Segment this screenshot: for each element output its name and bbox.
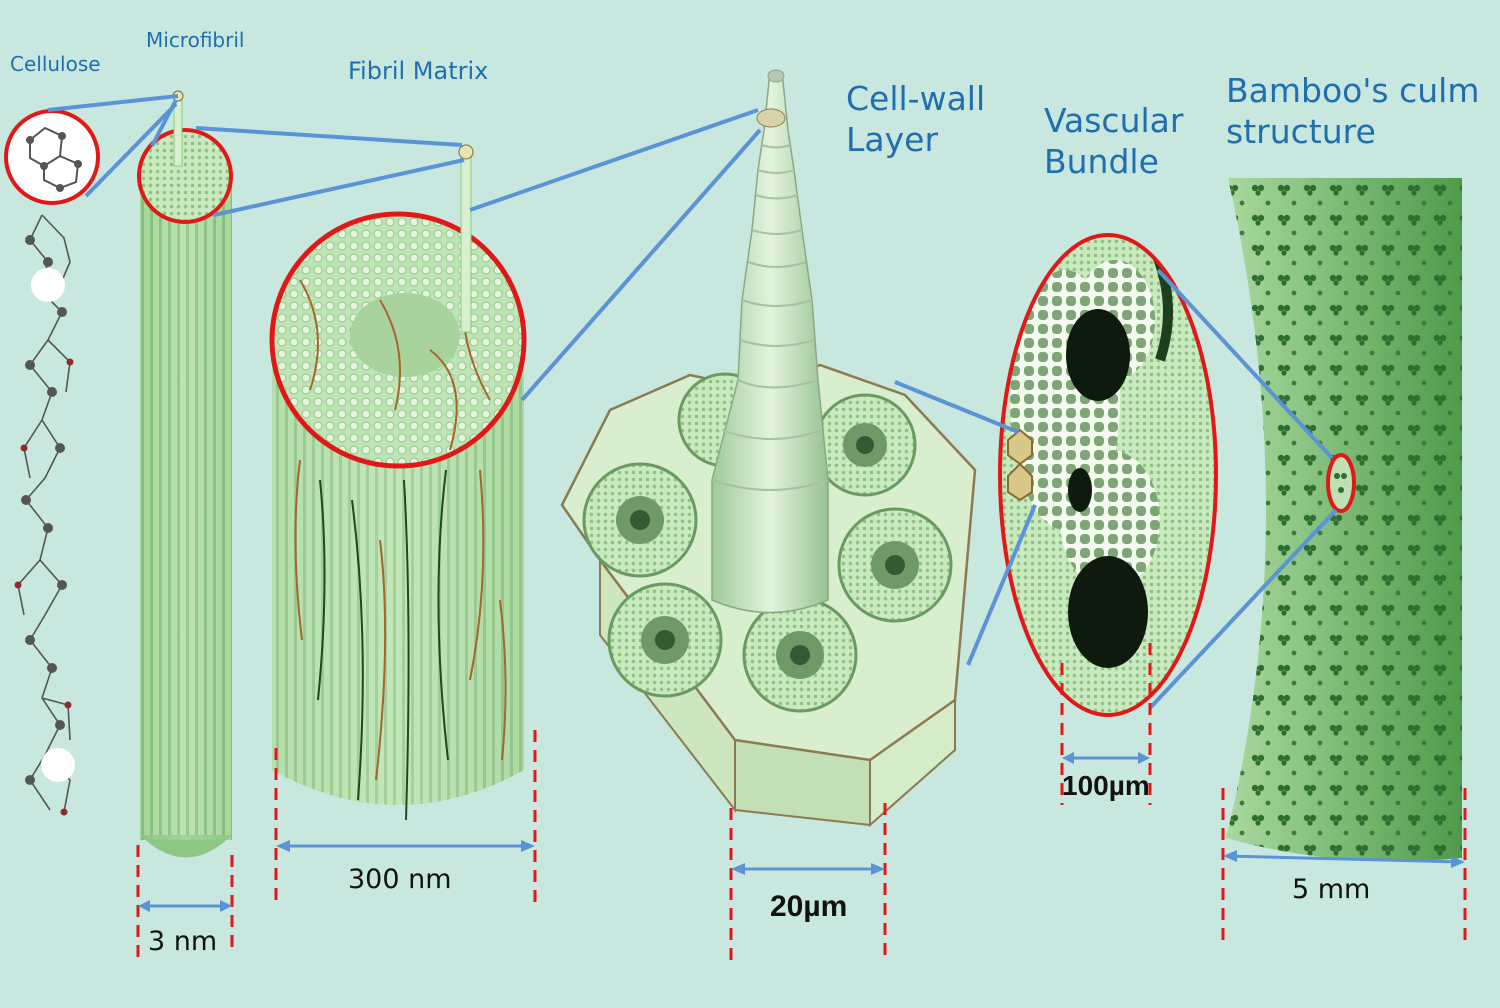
label-fibril-matrix: Fibril Matrix xyxy=(348,57,489,85)
microfibril-rod xyxy=(140,180,232,858)
label-microfibril: Microfibril xyxy=(146,28,245,52)
fibril-matrix-filament xyxy=(458,144,474,333)
zoom-connector-lines xyxy=(47,94,1338,710)
label-cell-wall-layer: Cell-wall Layer xyxy=(846,79,986,160)
scale-culm: 5 mm xyxy=(1292,874,1371,905)
dimension-arrows xyxy=(138,752,1465,912)
fibril-matrix-cylinder xyxy=(272,340,524,821)
vascular-bundle-ellipse xyxy=(998,233,1218,717)
culm-zoom-circle xyxy=(1326,453,1356,513)
label-vascular-bundle: Vascular Bundle xyxy=(1044,101,1184,182)
scale-vascular-bundle: 100µm xyxy=(1062,770,1150,801)
cellulose-zoom-circle xyxy=(4,109,100,205)
scale-cell-wall: 20µm xyxy=(770,890,848,923)
fibril-matrix-zoom-circle xyxy=(269,211,527,469)
label-cellulose: Cellulose xyxy=(10,52,101,76)
scale-microfibril: 3 nm xyxy=(148,926,218,957)
dimension-ticks xyxy=(136,643,1467,962)
cell-wall-tower xyxy=(711,69,829,614)
scale-fibril-matrix: 300 nm xyxy=(348,864,452,895)
bamboo-culm-section xyxy=(1226,178,1462,862)
cellulose-atoms xyxy=(14,235,75,816)
label-culm-structure: Bamboo's culm structure xyxy=(1226,71,1480,152)
microfibril-zoom-circle xyxy=(137,128,233,224)
